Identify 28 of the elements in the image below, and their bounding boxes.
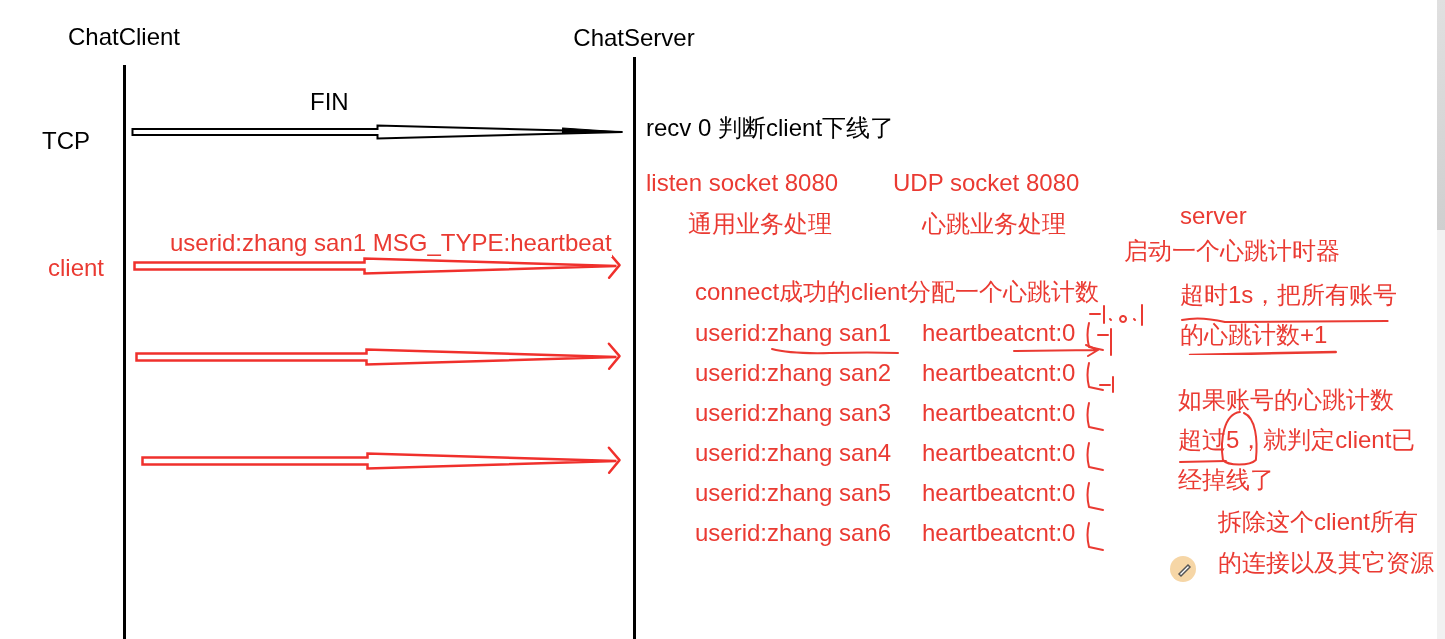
account-label: userid:zhang san4 <box>695 439 892 467</box>
counter-label: heartbeatcnt:0 <box>922 519 1076 547</box>
socket-label: listen socket 8080 <box>646 169 839 197</box>
row-label: client <box>48 254 105 282</box>
counter-label: heartbeatcnt:0 <box>922 319 1076 347</box>
lifeline-label: ChatClient <box>67 23 181 51</box>
lifeline-label: ChatServer <box>573 24 695 52</box>
row-label: TCP <box>42 127 90 155</box>
account-label: userid:zhang san6 <box>695 519 892 547</box>
counter-label: heartbeatcnt:0 <box>922 359 1076 387</box>
note: 启动一个心跳计时器 <box>1124 237 1340 265</box>
account-label: userid:zhang san5 <box>695 479 892 507</box>
note: recv 0 判断client下线了 <box>646 114 895 142</box>
account-label: userid:zhang san3 <box>695 399 892 427</box>
arrow <box>131 124 624 140</box>
arrow <box>135 342 621 371</box>
note: 通用业务处理 <box>688 210 832 238</box>
note: server <box>1180 202 1247 230</box>
note: 拆除这个client所有的连接以及其它资源 <box>1218 507 1434 578</box>
arrow <box>141 446 621 475</box>
account-label: userid:zhang san2 <box>695 359 892 387</box>
counter-label: heartbeatcnt:0 <box>922 399 1076 427</box>
note: connect成功的client分配一个心跳计数 <box>695 278 1100 306</box>
account-label: userid:zhang san1 <box>695 319 892 347</box>
socket-label: UDP socket 8080 <box>893 169 1080 197</box>
counter-label: heartbeatcnt:0 <box>922 479 1076 507</box>
note: 心跳业务处理 <box>922 210 1066 238</box>
counter-label: heartbeatcnt:0 <box>922 439 1076 467</box>
